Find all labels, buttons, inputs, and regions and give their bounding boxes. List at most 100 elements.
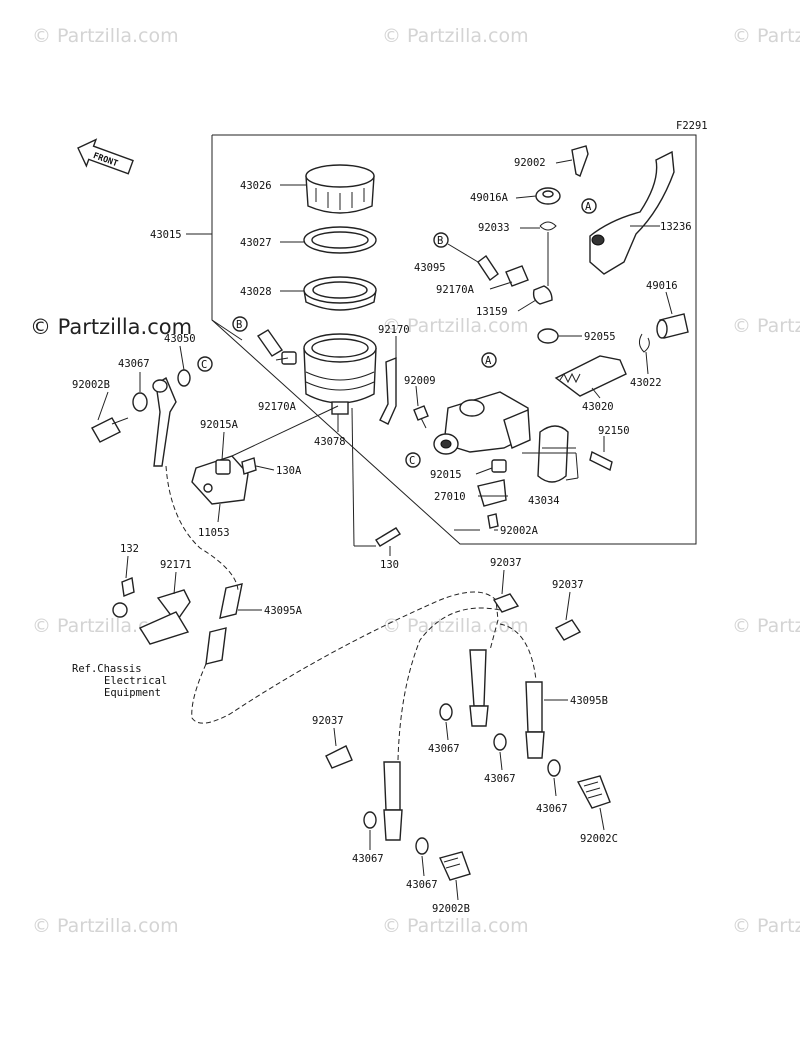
washer-43067-f [415,837,429,855]
bushing-49016A [535,187,561,205]
circlip-92033 [539,221,557,231]
clip-92037-b [554,619,582,641]
hose-fitting-left [256,329,297,365]
part-label: 130A [276,465,302,477]
part-label: 92002B [432,903,470,915]
part-label: 43095A [264,605,303,617]
watermark: © Partzilla.com [732,315,800,337]
washer-43050 [177,369,191,387]
screw-92009 [413,405,429,429]
part-label: 43095 [414,262,446,274]
ref-letter: B [437,235,443,247]
watermark: © Partzilla.com [382,615,529,637]
clip-92037-a [492,593,520,613]
reservoir-cap-43026 [305,164,375,214]
banjo-bolt-92002B-a [91,417,129,443]
reservoir-hose-13159 [532,232,553,305]
brake-lever-13236 [589,150,675,275]
part-label: 43067 [406,879,438,891]
reservoir-body-43078 [303,333,377,415]
part-label: 92002B [72,379,110,391]
part-label: 132 [120,543,139,555]
banjo-bolt-92002C [576,775,611,809]
part-label: 43050 [164,333,196,345]
part-label: 92055 [584,331,616,343]
ref-letter: C [201,359,207,371]
hose-bracket-11053 [191,455,249,505]
screw-92002A [487,513,499,529]
part-label: 43015 [150,229,182,241]
bolt-132 [121,577,135,597]
part-label: 43026 [240,180,272,192]
ref-note-line: Equipment [104,687,161,699]
leader-lines [97,159,673,901]
part-label: 11053 [198,527,230,539]
washer-43067-a [132,392,148,412]
ref-letter: A [585,201,592,213]
hose-joint-43095A [205,583,243,665]
part-label: 49016A [470,192,509,204]
part-label: 43067 [484,773,516,785]
part-label: 92015 [430,469,462,481]
part-label: 92002A [500,525,539,537]
pivot-bolt-92002 [571,145,589,177]
hose-fitting-lower-1 [469,649,489,727]
watermark: © Partzilla.com [382,915,529,937]
part-label: 43028 [240,286,272,298]
circlip-43022 [638,333,650,353]
part-label: 27010 [434,491,466,503]
watermark: © Partzilla.com [32,915,179,937]
ref-letter: A [485,355,492,367]
part-label: 92150 [598,425,630,437]
grommet-92015A [215,459,231,475]
bolt-130A [241,457,257,475]
clamp-92170A-top [505,265,529,287]
part-label: 49016 [646,280,678,292]
part-label: 92033 [478,222,510,234]
part-label: 92002C [580,833,618,845]
part-label: 43095B [570,695,608,707]
washer-43067-d [547,759,561,777]
watermark: © Partzilla.com [732,25,800,47]
ref-note-line: Electrical [104,675,167,687]
washer-43067-b [439,703,453,721]
part-label: 92009 [404,375,436,387]
watermark: © Partzilla.com [32,25,179,47]
part-label: 43027 [240,237,272,249]
watermark-layer: © Partzilla.com © Partzilla.com © Partzi… [30,25,800,937]
o-ring-92055 [537,328,559,344]
diagram-code: F2291 [676,120,708,132]
ref-letter: B [236,319,242,331]
part-label: 92015A [200,419,239,431]
front-arrow-icon: FRONT [77,138,134,175]
watermark: © Partzilla.com [382,315,529,337]
part-label: 13159 [476,306,508,318]
brake-hose-fitting-left [152,376,177,467]
hose-43095 [477,254,499,282]
ref-letter: C [409,455,415,467]
part-label: 92037 [312,715,344,727]
hose-fitting-lower-3 [383,761,403,841]
bolt-92150 [589,450,613,472]
clip-92037-c [325,745,353,769]
part-label: 130 [380,559,399,571]
part-label: 92170A [436,284,475,296]
part-label: 43067 [352,853,384,865]
banjo-bolt-92002B-b [439,851,471,881]
diaphragm-plate-43027 [303,226,377,254]
washer-43067-e [363,811,377,829]
ref-markers: A B A B C C [197,198,597,468]
bolt-130 [375,527,401,547]
part-label: 92170 [378,324,410,336]
bushing-92015 [491,459,507,473]
watermark-prominent: © Partzilla.com [30,315,192,339]
part-label: 43022 [630,377,662,389]
chassis-bracket [112,602,190,645]
part-label: 43078 [314,436,346,448]
part-label: 43034 [528,495,560,507]
watermark: © Partzilla.com [382,25,529,47]
diaphragm-43028 [303,276,377,311]
part-label: 92037 [490,557,522,569]
frame-outline [211,134,697,545]
